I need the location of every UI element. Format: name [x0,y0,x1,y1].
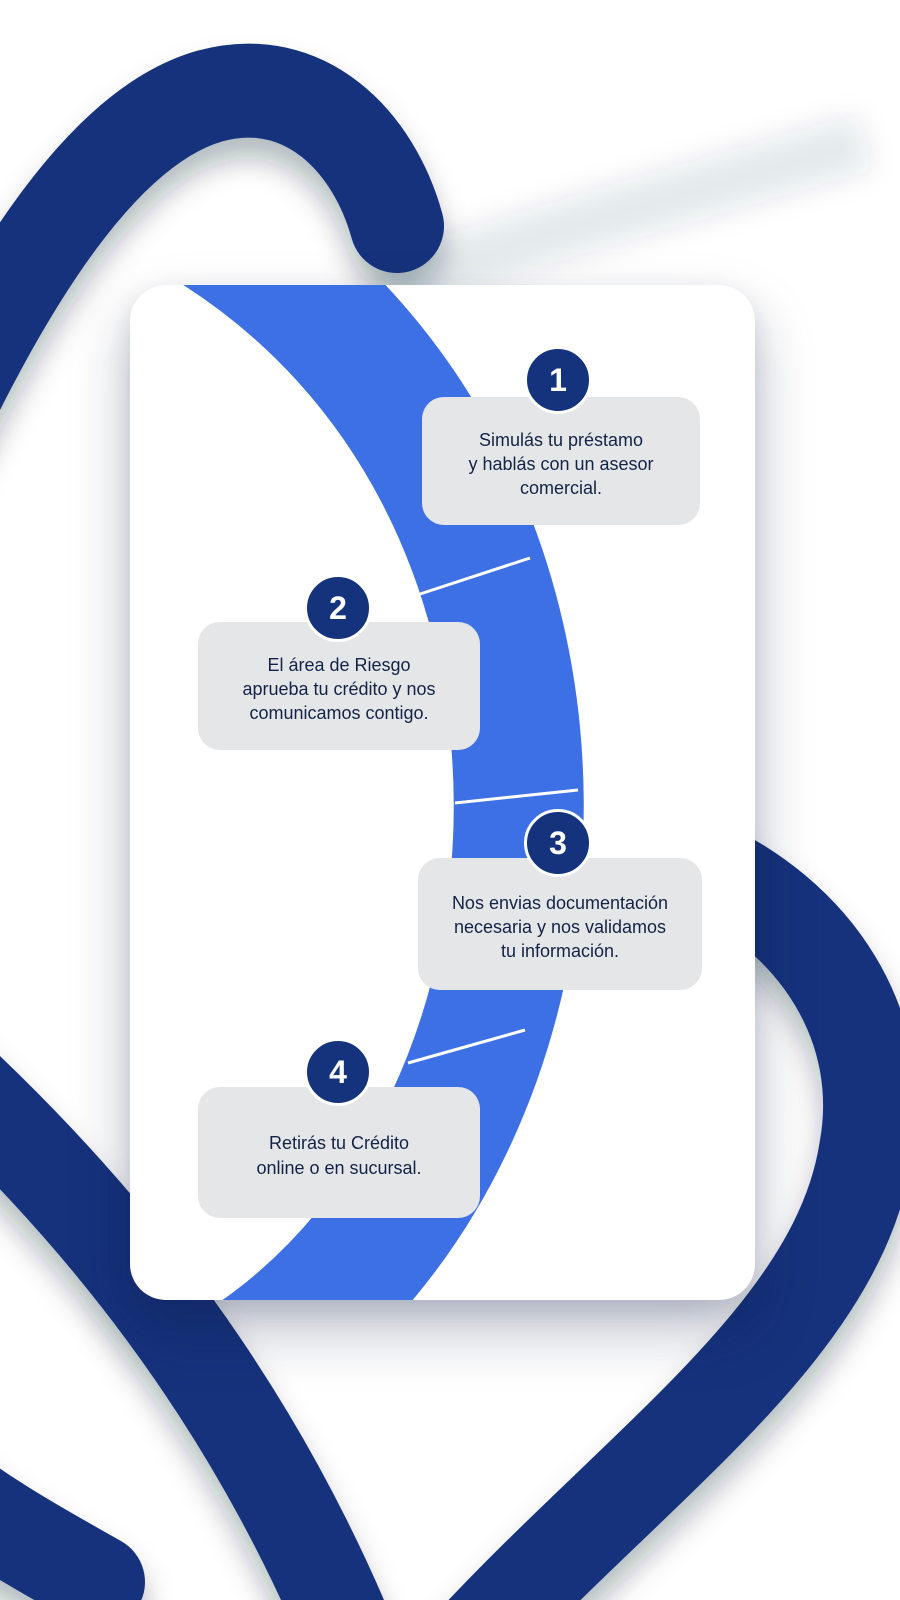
step-4-text: Retirás tu Crédito online o en sucursal. [198,1087,480,1218]
steps-card: Simulás tu préstamo y hablás con un ases… [130,285,755,1300]
step-4-number-badge: 4 [304,1038,372,1106]
step-2-text: El área de Riesgo aprueba tu crédito y n… [198,622,480,750]
blue-arc-band [182,285,584,1300]
step-3-text: Nos envias documentación necesaria y nos… [418,858,702,990]
step-1-number-badge: 1 [524,346,592,414]
arc-divider-3 [407,1028,526,1065]
arc-divider-2 [454,788,579,805]
ribbon-bottom-left-curve [0,1056,385,1600]
blue-arc [182,285,584,1300]
step-1-text: Simulás tu préstamo y hablás con un ases… [422,397,700,525]
ribbon-corner-tip [0,1468,145,1600]
step-2-number-badge: 2 [304,574,372,642]
ribbon-right-curve [448,816,900,1600]
arc-divider-1 [416,556,531,597]
step-3-number-badge: 3 [524,809,592,877]
ribbon-shadow-arc [370,114,873,316]
ribbon-top-swoosh [0,43,444,411]
